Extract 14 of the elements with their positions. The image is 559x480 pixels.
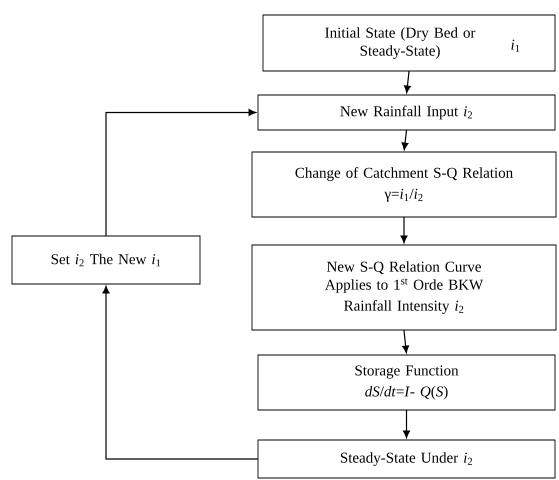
process-box: Steady-State Under i$_{2}$ [258, 440, 556, 478]
arrow [403, 410, 410, 438]
arrow [102, 286, 258, 460]
process-box: Set i$_{2}$ The New i$_{1}$ [12, 236, 200, 284]
arrow [402, 130, 408, 150]
arrow [404, 71, 411, 94]
process-box: Change of Catchment S-Q Relation γ=i$_{1}$/i$_{2}$ [252, 152, 556, 218]
arrow [105, 109, 256, 236]
process-box: Initial State (Dry Bed or Steady-State) i$_{1}$ [262, 14, 556, 72]
process-box: New S-Q Relation Curve Applies to 1$^{st}$ Orde BKW Rainfall Intensity i$_{2}$ [252, 244, 556, 330]
arrow [402, 330, 410, 354]
process-box: New Rainfall Input i$_{2}$ [258, 94, 556, 130]
process-box: Storage Function dS/dt=I- Q(S) [258, 354, 556, 410]
arrow [400, 217, 408, 244]
